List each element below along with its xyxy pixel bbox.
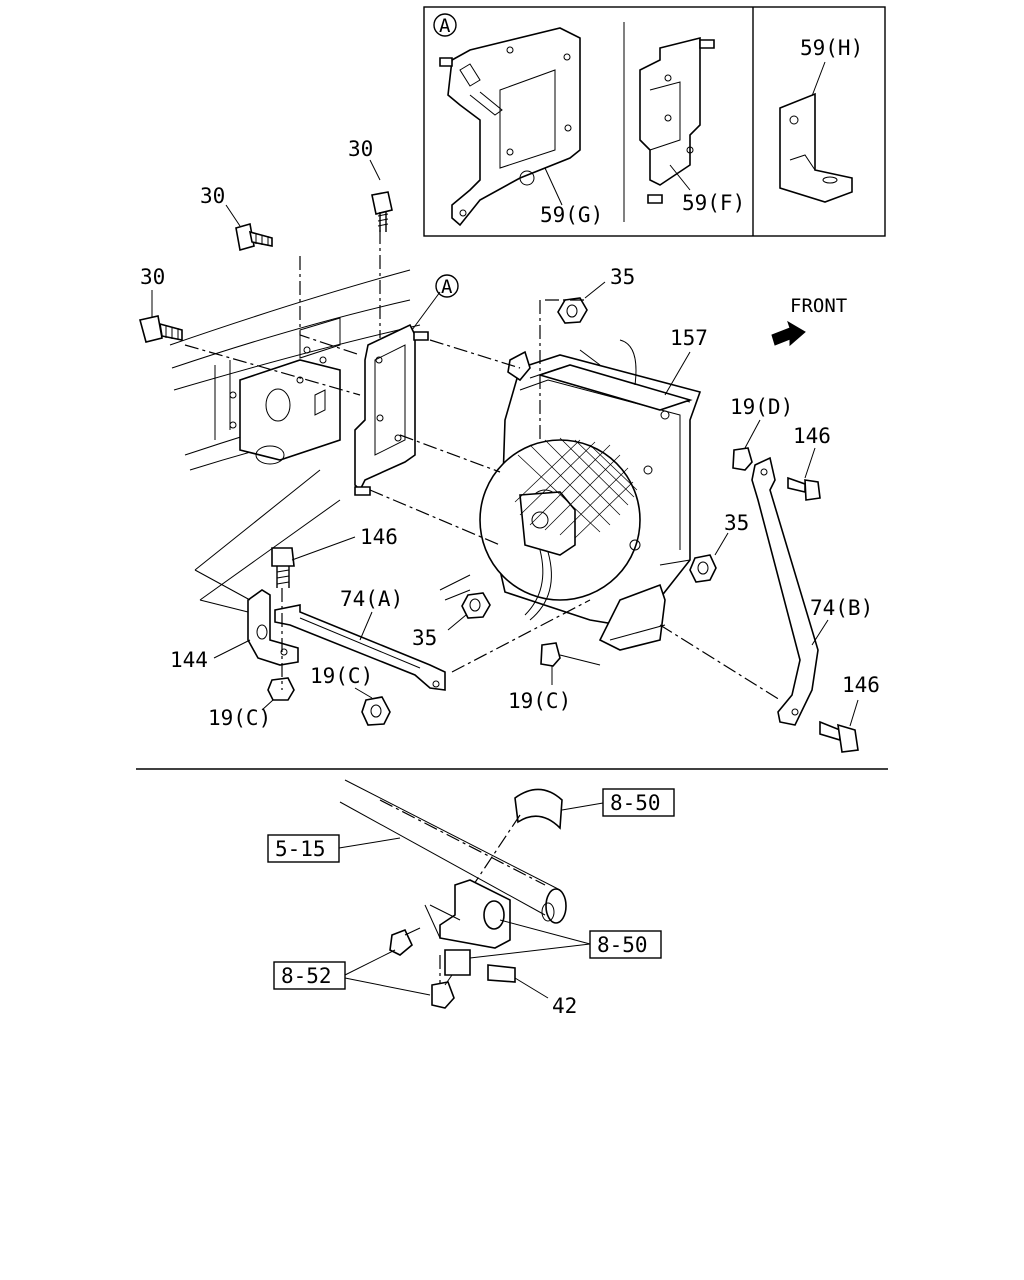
label-35-right: 35 [724,511,749,535]
bracket-59h-drawing [779,92,853,203]
callout-a-marker: A [441,276,453,298]
bracket-59f-drawing [639,36,715,204]
bolt-146-mid [271,547,295,588]
nut-19c-right [540,642,561,667]
label-35-top: 35 [610,265,635,289]
nut-35-top [557,297,588,324]
ref-5-15: 5-15 [275,837,326,861]
strut-74a-drawing [274,604,446,691]
bolt-146-low [819,720,859,753]
label-157: 157 [670,326,708,350]
front-arrow-icon [771,320,806,347]
ref-box-5-15 [267,834,340,863]
label-30-top: 30 [348,137,373,161]
label-146-low: 146 [842,673,880,697]
label-146-right: 146 [793,424,831,448]
label-19d: 19(D) [730,395,793,419]
bolt-30-left [139,315,183,343]
inset-panel: A 59(G) 59(F) [423,6,886,237]
label-59g: 59(G) [540,203,603,227]
mounting-bracket-drawing [354,323,429,496]
ref-8-50-mid: 8-50 [597,933,648,957]
bracket-144-drawing [247,589,299,666]
nut-19c-mid [361,696,391,726]
label-19c-left: 19(C) [208,706,271,730]
label-19c-right: 19(C) [508,689,571,713]
label-144: 144 [170,648,208,672]
label-74b: 74(B) [810,596,873,620]
inset-a-marker: A [439,15,451,37]
blower-grille-hatch [514,437,638,539]
nut-35-right [689,554,717,583]
ref-8-52: 8-52 [281,964,332,988]
bolt-146-right [787,476,821,501]
ref-8-50-top: 8-50 [610,791,661,815]
label-30-mid: 30 [200,184,225,208]
nut-19d [732,447,753,471]
main-assembly: A [139,137,880,753]
blower-unit-drawing [479,339,702,651]
bracket-59g-drawing [439,27,581,227]
front-indicator-label: FRONT [790,295,847,317]
label-146-mid: 146 [360,525,398,549]
label-59f: 59(F) [682,191,745,215]
label-30-left: 30 [140,265,165,289]
lower-assembly: 8-50 5-15 8-50 8-52 42 [267,779,675,1018]
frame-rail-drawing [169,269,421,471]
nut-19c-left [267,677,295,701]
bolt-30-mid [235,222,273,252]
ref-box-8-52 [273,961,346,990]
ref-box-8-50-mid [589,930,662,959]
label-19c-mid: 19(C) [310,664,373,688]
bolt-30-top [371,191,393,232]
label-35-low: 35 [412,626,437,650]
guide-lines [184,230,781,701]
label-74a: 74(A) [340,587,403,611]
label-59h: 59(H) [800,36,863,60]
nut-35-low [461,592,491,619]
strut-74b-drawing [751,456,819,726]
label-42: 42 [552,994,577,1018]
ref-box-8-50-top [602,788,675,817]
